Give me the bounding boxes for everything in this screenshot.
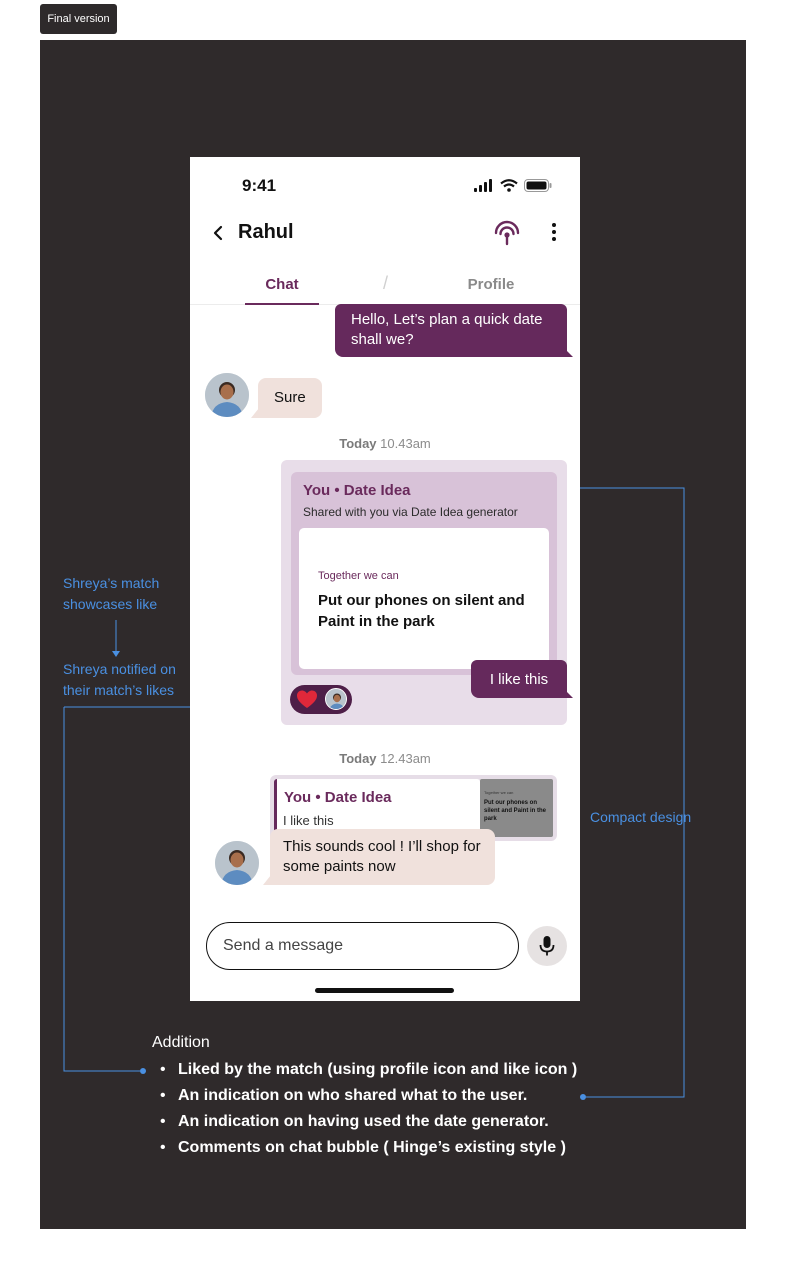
addition-item: Comments on chat bubble ( Hinge’s existi…: [160, 1136, 577, 1162]
frame-label: Final version: [40, 4, 117, 34]
quoted-reply-title: You • Date Idea: [284, 789, 392, 806]
addition-title: Addition: [152, 1034, 210, 1051]
message-input[interactable]: Send a message: [206, 922, 519, 970]
tab-chat[interactable]: Chat: [245, 271, 319, 305]
quoted-idea-thumbnail: Together we can Put our phones on silent…: [480, 779, 553, 837]
date-idea-kicker: Together we can: [318, 570, 399, 582]
profile-photo-icon: [326, 689, 346, 709]
shared-idea-title: You • Date Idea: [303, 482, 411, 499]
annotation-notified: Shreya notified on their match’s likes: [63, 661, 176, 698]
wifi-icon: [500, 179, 518, 192]
status-icons: [474, 179, 552, 192]
date-idea-card[interactable]: Together we can Put our phones on silent…: [299, 528, 549, 669]
avatar[interactable]: [215, 841, 259, 885]
status-time: 9:41: [242, 176, 277, 195]
incoming-message[interactable]: This sounds cool ! I’ll shop for some pa…: [263, 829, 495, 885]
message-placeholder: Send a message: [223, 937, 344, 954]
radar-button[interactable]: [492, 217, 522, 247]
addition-item: An indication on having used the date ge…: [160, 1110, 577, 1136]
mic-icon: [539, 936, 555, 956]
timestamp: Today 12.43am: [190, 751, 580, 766]
more-options-button[interactable]: [546, 221, 562, 245]
thumbnail-text: Put our phones on silent and Paint in th…: [484, 800, 547, 822]
profile-photo-icon: [205, 373, 249, 417]
back-button[interactable]: [208, 221, 228, 245]
match-name[interactable]: Rahul: [238, 221, 294, 243]
radar-icon: [494, 220, 520, 246]
phone-screen: 9:41 Rahul: [190, 157, 580, 1001]
outgoing-message[interactable]: Hello, Let’s plan a quick date shall we?: [335, 304, 573, 357]
avatar[interactable]: [205, 373, 249, 417]
addition-item: Liked by the match (using profile icon a…: [160, 1058, 577, 1084]
annotation-match-showcases: Shreya’s match showcases like: [63, 575, 160, 612]
thumbnail-kicker: Together we can: [484, 790, 514, 795]
like-comment-bubble[interactable]: I like this: [471, 660, 573, 698]
tab-separator: /: [383, 273, 389, 293]
incoming-message[interactable]: Sure: [251, 378, 322, 418]
timestamp: Today 10.43am: [190, 436, 580, 451]
more-vertical-icon: [552, 223, 556, 241]
reaction-avatar: [325, 688, 347, 710]
tab-profile[interactable]: Profile: [467, 276, 515, 293]
quoted-reply-subtitle: I like this: [283, 813, 334, 828]
battery-icon: [524, 179, 552, 192]
tab-bar: Chat / Profile: [190, 271, 580, 305]
addition-item: An indication on who shared what to the …: [160, 1084, 577, 1110]
heart-icon: [297, 690, 317, 708]
timestamp-time: 10.43am: [380, 436, 431, 451]
profile-photo-icon: [215, 841, 259, 885]
home-indicator: [315, 988, 454, 993]
timestamp-time: 12.43am: [380, 751, 431, 766]
shared-idea-subtitle: Shared with you via Date Idea generator: [303, 505, 518, 519]
annotation-compact-design: Compact design: [590, 809, 692, 825]
back-chevron-icon: [213, 225, 223, 241]
timestamp-day: Today: [339, 751, 377, 766]
reaction-pill[interactable]: [290, 685, 352, 714]
mic-button[interactable]: [527, 926, 567, 966]
date-idea-text: Put our phones on silent and Paint in th…: [318, 592, 525, 630]
timestamp-day: Today: [339, 436, 377, 451]
addition-list: Liked by the match (using profile icon a…: [160, 1058, 577, 1162]
signal-icon: [474, 179, 492, 192]
